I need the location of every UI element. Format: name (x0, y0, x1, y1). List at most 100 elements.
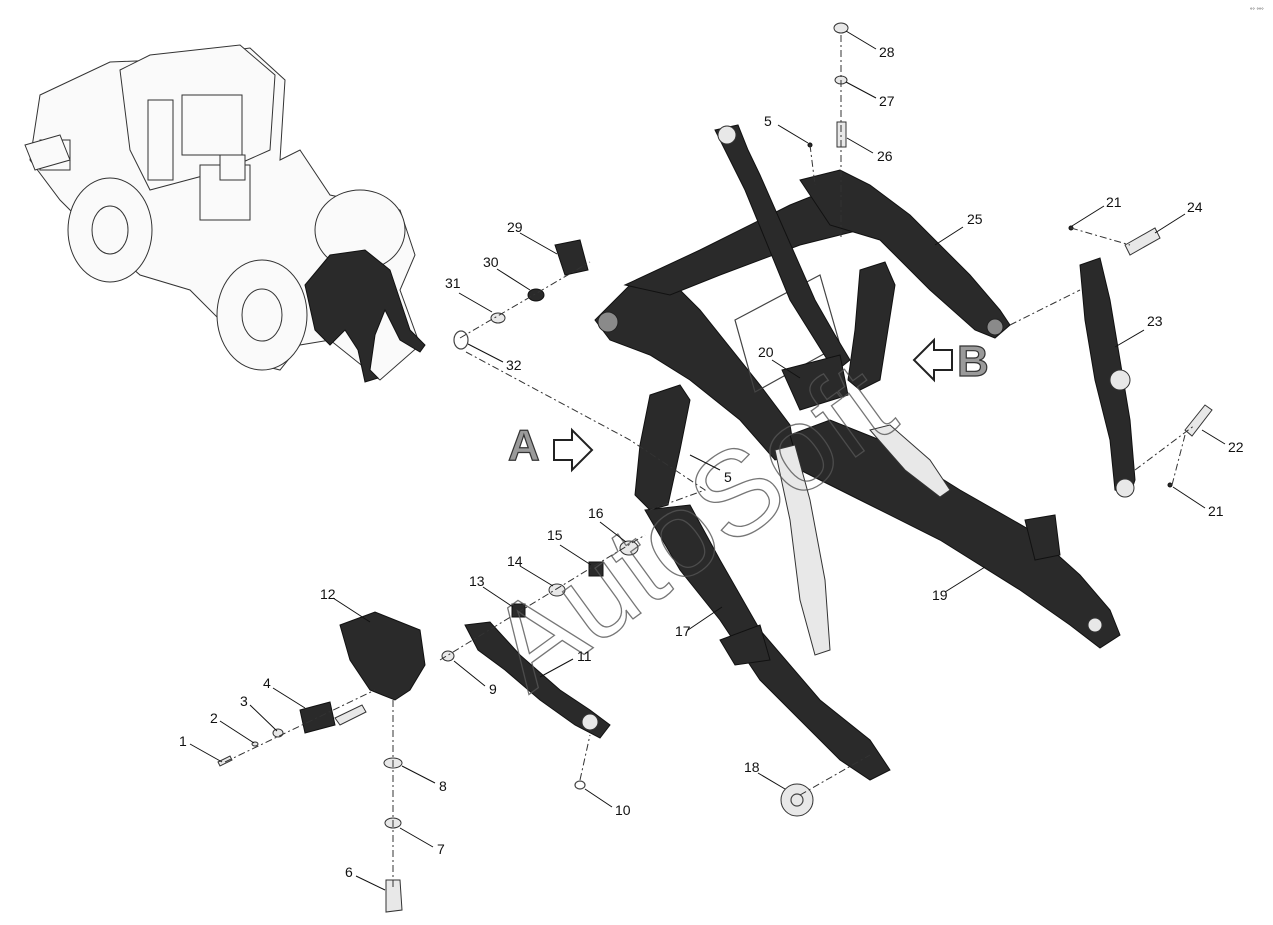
hitch-frame (594, 124, 1121, 781)
callout-number: 5 (724, 469, 732, 485)
lift-rod-23 (1079, 257, 1136, 498)
pin-22 (1184, 404, 1213, 437)
callout-c9: 9 (453, 660, 497, 697)
view-letter-a: A (508, 421, 540, 470)
callout-leader (1201, 429, 1226, 445)
callout-leader (599, 521, 627, 543)
callout-c13: 13 (469, 573, 514, 608)
callout-number: 27 (879, 93, 895, 109)
callout-leader (332, 597, 371, 623)
callout-leader (401, 765, 436, 784)
arrow-right-icon (553, 427, 594, 473)
callout-number: 20 (758, 344, 774, 360)
callout-number: 8 (439, 778, 447, 794)
callout-c18: 18 (744, 759, 786, 790)
callout-number: 13 (469, 573, 485, 589)
callout-number: 17 (675, 623, 691, 639)
callout-c29: 29 (507, 219, 558, 255)
callout-number: 23 (1147, 313, 1163, 329)
callout-number: 15 (547, 527, 563, 543)
callout-number: 11 (577, 648, 592, 664)
callout-number: 2 (210, 710, 218, 726)
callout-number: 24 (1187, 199, 1203, 215)
assembly-lines (224, 35, 1196, 890)
callout-leader (845, 30, 877, 50)
corner-mark: °° °°° (1250, 8, 1264, 14)
callout-leader (272, 687, 306, 709)
callout-c16: 16 (588, 505, 627, 543)
callout-c4: 4 (263, 675, 306, 709)
callout-leader (249, 704, 278, 732)
callout-c8: 8 (401, 765, 447, 794)
callout-c31: 31 (445, 275, 493, 313)
callout-leader (399, 827, 434, 848)
callout-number: 28 (879, 44, 895, 60)
callout-number: 19 (932, 587, 948, 603)
callout-c3: 3 (240, 693, 278, 732)
tractor-thumbnail (24, 44, 426, 383)
callout-leader (934, 226, 964, 246)
ball-18 (780, 783, 814, 817)
callout-number: 29 (507, 219, 523, 235)
view-indicator-b: B (912, 336, 989, 387)
callout-c30: 30 (483, 254, 531, 291)
callout-c28: 28 (845, 30, 895, 60)
callout-number: 1 (179, 733, 187, 749)
callout-c26: 26 (846, 137, 893, 164)
callout-c19: 19 (932, 566, 986, 603)
callout-leader (453, 660, 486, 687)
view-indicator-a: A (507, 420, 594, 473)
callout-c27: 27 (845, 81, 895, 109)
callout-leader (689, 454, 721, 471)
callout-c22: 22 (1201, 429, 1244, 455)
callout-number: 18 (744, 759, 760, 775)
callout-leader (1154, 213, 1186, 234)
stabilizer-11 (464, 621, 611, 739)
bracket-12 (339, 611, 426, 701)
plate-4 (299, 701, 367, 734)
callout-c5a: 5 (764, 113, 809, 144)
callout-number: 7 (437, 841, 445, 857)
callout-c23: 23 (1114, 313, 1163, 348)
callout-leader (496, 268, 531, 291)
callout-leader (944, 566, 986, 593)
arrow-left-icon (912, 337, 953, 383)
callout-leader (482, 586, 514, 608)
callout-c11: 11 (539, 648, 592, 678)
callout-labels: 1234556789101112131415161718192021212223… (179, 30, 1244, 891)
callout-c5b: 5 (689, 454, 732, 485)
callout-c14: 14 (507, 553, 554, 587)
callout-leader (845, 81, 877, 99)
callout-leader (1071, 205, 1105, 227)
callout-leader (519, 232, 558, 255)
watermark: AutoSoft (465, 337, 916, 716)
callout-number: 3 (240, 693, 248, 709)
callout-leader (189, 743, 223, 763)
callout-number: 14 (507, 553, 523, 569)
callout-c15: 15 (547, 527, 592, 566)
pin-24 (1124, 227, 1161, 256)
bracket-29 (554, 239, 589, 276)
callout-c21b: 21 (1172, 486, 1224, 519)
callout-number: 31 (445, 275, 461, 291)
callout-leader (584, 788, 613, 808)
callout-number: 32 (506, 357, 522, 373)
callout-c25: 25 (934, 211, 983, 246)
callout-leader (559, 544, 592, 566)
callout-leader (777, 124, 809, 144)
callout-c6: 6 (345, 864, 386, 891)
callout-number: 16 (588, 505, 604, 521)
callout-c24: 24 (1154, 199, 1203, 234)
callout-c20: 20 (758, 344, 801, 379)
callout-leader (539, 658, 574, 678)
callout-leader (1172, 486, 1206, 509)
callout-c7: 7 (399, 827, 445, 857)
callout-leader (467, 343, 504, 363)
callout-leader (519, 565, 554, 587)
callout-c1: 1 (179, 733, 223, 763)
callout-leader (846, 137, 874, 154)
callout-c21a: 21 (1071, 194, 1122, 227)
callout-c12: 12 (320, 586, 371, 623)
callout-number: 10 (615, 802, 631, 818)
